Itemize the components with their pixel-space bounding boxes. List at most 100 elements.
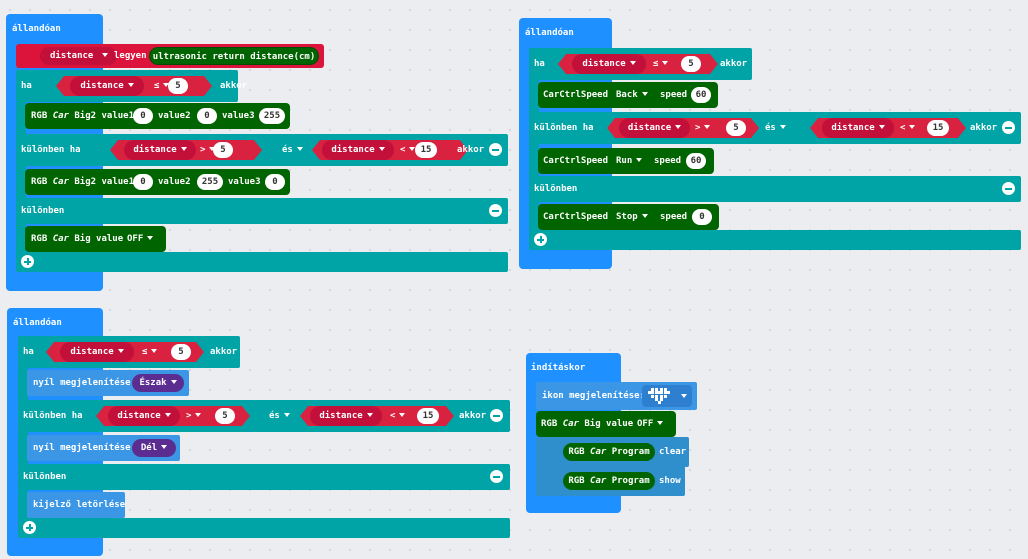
if-body-bar [18, 368, 28, 400]
operator-dropdown[interactable]: > [186, 406, 201, 426]
operator-dropdown[interactable]: ≤ [653, 54, 668, 74]
operator-dropdown[interactable]: < [900, 118, 915, 138]
and-dropdown[interactable]: és [282, 140, 303, 160]
and-condition[interactable]: distance > és distance < [96, 406, 454, 426]
number-input[interactable]: 15 [415, 142, 437, 158]
compare-condition[interactable]: distance ≤ [46, 342, 204, 362]
number-input[interactable]: 5 [681, 56, 701, 72]
variable-dropdown[interactable]: distance [310, 406, 382, 426]
else-row-3[interactable]: különben [18, 464, 510, 490]
number-input[interactable]: 5 [171, 344, 191, 360]
else-row-1[interactable]: különben [16, 198, 508, 224]
direction-dropdown[interactable]: Stop [616, 211, 648, 223]
rgb-big2-block[interactable]: RGB Car Big2 value1 0 value2 255 value3 … [25, 169, 290, 195]
add-branch-icon[interactable] [534, 233, 547, 246]
variable-dropdown[interactable]: distance [70, 76, 144, 96]
speed-input[interactable]: 60 [686, 153, 706, 169]
rgb-program-reporter[interactable]: RGB Car Program [563, 472, 655, 490]
add-branch-icon[interactable] [21, 255, 34, 268]
and-dropdown[interactable]: és [269, 406, 290, 426]
compare-condition[interactable]: distance < [312, 140, 468, 160]
operator-dropdown[interactable]: < [400, 140, 415, 160]
compare-condition[interactable]: distance > [110, 140, 262, 160]
compare-condition[interactable]: distance < [300, 406, 454, 426]
clear-screen-block[interactable]: kijelző letörlése [27, 492, 125, 518]
operator-dropdown[interactable]: < [390, 406, 405, 426]
rgb-big-off-block[interactable]: RGB Car Big value OFF [536, 411, 676, 437]
compare-condition[interactable]: distance ≤ [558, 54, 718, 74]
number-input[interactable]: 5 [213, 142, 233, 158]
else-if-row-1[interactable]: különben ha distance > és distance < 5 1… [16, 134, 508, 166]
compare-condition[interactable]: distance ≤ [56, 76, 212, 96]
value1-input[interactable]: 0 [133, 108, 153, 124]
add-branch-icon[interactable] [23, 521, 36, 534]
operator-dropdown[interactable]: > [200, 140, 215, 160]
remove-branch-icon[interactable] [489, 143, 502, 156]
variable-dropdown[interactable]: distance [40, 47, 117, 65]
remove-branch-icon[interactable] [1002, 182, 1015, 195]
state-dropdown[interactable]: OFF [637, 418, 664, 430]
variable-dropdown[interactable]: distance [822, 118, 894, 138]
rgb-program-clear-block[interactable]: RGB Car Program clear [536, 437, 689, 467]
direction-dropdown[interactable]: Dél [132, 439, 176, 457]
remove-branch-icon[interactable] [490, 409, 503, 422]
operator-dropdown[interactable]: ≤ [142, 342, 157, 362]
number-input[interactable]: 5 [726, 120, 746, 136]
carctrl-stop-block[interactable]: CarCtrlSpeed Stop speed 0 [538, 204, 719, 230]
speed-input[interactable]: 0 [692, 209, 712, 225]
else-row-2[interactable]: különben [529, 176, 1021, 202]
variable-dropdown[interactable]: distance [619, 118, 690, 138]
icon-dropdown[interactable] [642, 385, 692, 407]
rgb-big2-block[interactable]: RGB Car Big2 value1 0 value2 0 value3 25… [25, 103, 290, 129]
remove-branch-icon[interactable] [1002, 121, 1015, 134]
remove-branch-icon[interactable] [489, 204, 502, 217]
compare-condition[interactable]: distance > [96, 406, 250, 426]
direction-dropdown[interactable]: Run [616, 155, 643, 167]
number-input[interactable]: 15 [927, 120, 949, 136]
if-block-1[interactable]: ha distance ≤ 5 akkor [16, 70, 247, 102]
rgb-big-off-block[interactable]: RGB Car Big value OFF [25, 226, 166, 252]
state-dropdown[interactable]: OFF [127, 233, 154, 245]
show-arrow-block[interactable]: nyíl megjelenítése: Észak [27, 370, 189, 396]
number-input[interactable]: 15 [417, 408, 439, 424]
else-if-row-3[interactable]: különben ha distance > és distance < 5 1… [18, 400, 510, 432]
value1-input[interactable]: 0 [133, 174, 153, 190]
if-footer-1[interactable] [16, 252, 508, 272]
else-if-row-2[interactable]: különben ha distance > és distance < 5 1… [529, 112, 1021, 144]
value3-input[interactable]: 255 [259, 108, 285, 124]
variable-dropdown[interactable]: distance [322, 140, 394, 160]
operator-dropdown[interactable]: ≤ [154, 76, 169, 96]
chevron-down-icon [118, 349, 124, 353]
set-distance-block[interactable]: distance legyen ultrasonic return distan… [16, 44, 324, 68]
speed-input[interactable]: 60 [691, 87, 711, 103]
value3-input[interactable]: 0 [265, 174, 285, 190]
compare-condition[interactable]: distance > [607, 118, 759, 138]
chevron-down-icon [399, 413, 405, 417]
show-icon-block[interactable]: ikon megjelenítése: [536, 382, 697, 410]
variable-dropdown[interactable]: distance [60, 342, 134, 362]
and-dropdown[interactable]: és [765, 118, 786, 138]
variable-dropdown[interactable]: distance [108, 406, 180, 426]
remove-branch-icon[interactable] [490, 470, 503, 483]
number-input[interactable]: 5 [215, 408, 235, 424]
if-footer-3[interactable] [18, 518, 510, 538]
and-condition[interactable]: distance > és distance < [607, 118, 966, 138]
carctrl-back-block[interactable]: CarCtrlSpeed Back speed 60 [538, 82, 718, 108]
direction-dropdown[interactable]: Észak [132, 374, 184, 392]
value2-input[interactable]: 255 [197, 174, 223, 190]
operator-dropdown[interactable]: > [695, 118, 710, 138]
rgb-program-show-block[interactable]: RGB Car Program show [536, 466, 685, 496]
number-input[interactable]: 5 [168, 78, 188, 94]
ultrasonic-reporter[interactable]: ultrasonic return distance(cm) [149, 47, 319, 65]
rgb-program-reporter[interactable]: RGB Car Program [563, 443, 655, 461]
if-block-2[interactable]: ha distance ≤ 5 akkor [529, 48, 752, 80]
variable-dropdown[interactable]: distance [572, 54, 646, 74]
carctrl-run-block[interactable]: CarCtrlSpeed Run speed 60 [538, 148, 714, 174]
value2-input[interactable]: 0 [197, 108, 217, 124]
variable-dropdown[interactable]: distance [124, 140, 196, 160]
if-footer-2[interactable] [529, 230, 1021, 250]
if-block-3[interactable]: ha distance ≤ 5 akkor [18, 336, 240, 368]
show-arrow-block[interactable]: nyíl megjelenítése: Dél [27, 435, 180, 461]
direction-dropdown[interactable]: Back [616, 89, 648, 101]
compare-condition[interactable]: distance < [810, 118, 966, 138]
